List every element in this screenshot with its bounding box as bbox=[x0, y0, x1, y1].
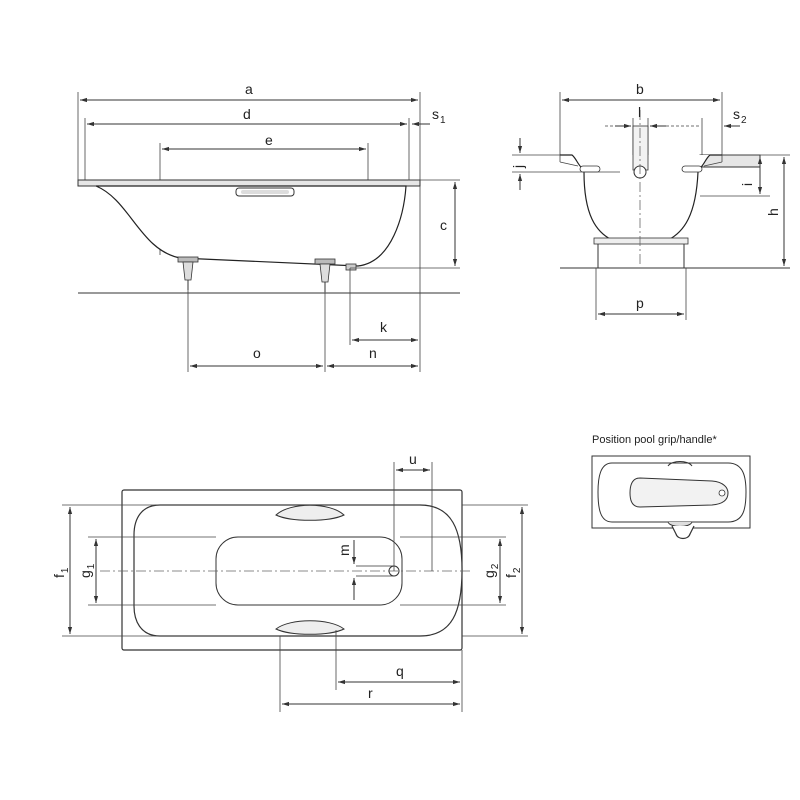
label-m: m bbox=[336, 544, 352, 556]
tub-foot-left bbox=[177, 256, 199, 290]
inset-pool-grip bbox=[591, 455, 751, 540]
label-n: n bbox=[369, 345, 377, 361]
end-view bbox=[512, 92, 790, 320]
label-g1: g1 bbox=[77, 563, 97, 578]
tub-foot-right bbox=[314, 258, 336, 292]
label-f1: f1 bbox=[51, 567, 71, 578]
bathtub-side-profile bbox=[95, 185, 407, 267]
tub-support-frame bbox=[593, 237, 689, 245]
label-e: e bbox=[265, 132, 273, 148]
label-a: a bbox=[245, 81, 253, 97]
label-l: l bbox=[638, 104, 641, 120]
label-h: h bbox=[765, 208, 781, 216]
label-q: q bbox=[396, 663, 404, 679]
plan-view bbox=[62, 462, 528, 712]
grip-bottom bbox=[275, 620, 345, 635]
label-j: j bbox=[510, 165, 526, 169]
label-f2: f2 bbox=[503, 567, 523, 578]
label-u: u bbox=[409, 451, 417, 467]
label-g2: g2 bbox=[481, 563, 501, 578]
label-p: p bbox=[636, 295, 644, 311]
inset-title: Position pool grip/handle* bbox=[592, 434, 717, 446]
inset-grip-handle bbox=[629, 477, 729, 508]
label-k: k bbox=[380, 319, 388, 335]
label-d: d bbox=[243, 106, 251, 122]
bathtub-rim bbox=[77, 179, 421, 187]
label-r: r bbox=[368, 685, 373, 701]
label-o: o bbox=[253, 345, 261, 361]
label-i: i bbox=[739, 183, 755, 186]
label-c: c bbox=[440, 217, 447, 233]
label-s2: s2 bbox=[733, 106, 747, 126]
grip-top bbox=[275, 504, 345, 521]
side-view bbox=[77, 92, 460, 372]
label-b: b bbox=[636, 81, 644, 97]
label-s1: s1 bbox=[432, 106, 446, 126]
